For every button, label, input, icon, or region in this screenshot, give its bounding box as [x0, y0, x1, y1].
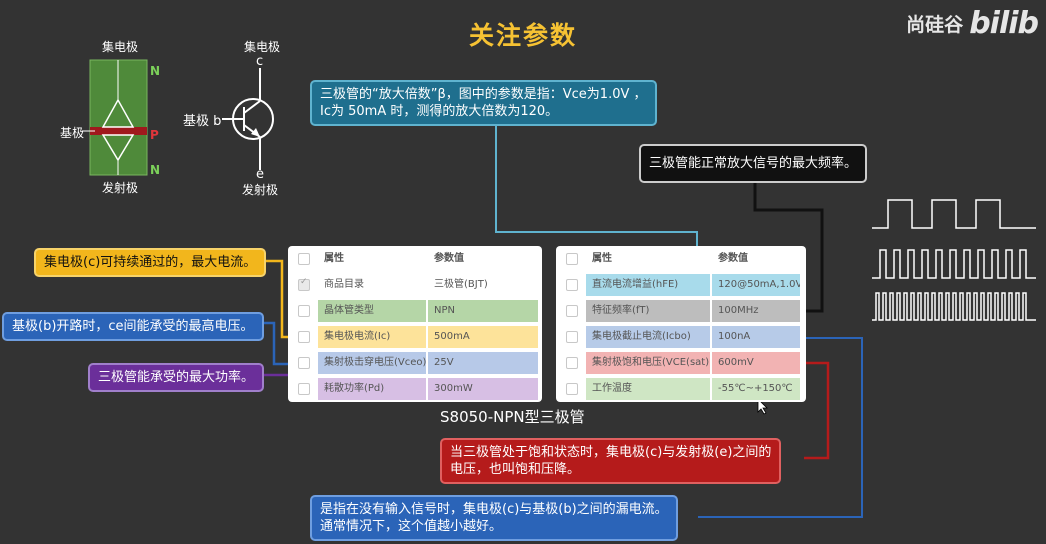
row-value: 120@50mA,1.0V [712, 274, 800, 296]
connector-vcesat [803, 361, 830, 460]
left-spec-table: 属性 参数值商品目录 三极管(BJT) 晶体管类型NPN集电极电流(Ic)500mA集… [288, 246, 542, 402]
row-checkbox[interactable] [566, 357, 578, 369]
row-checkbox[interactable] [298, 305, 310, 317]
row-value: 100nA [712, 326, 800, 348]
row-attribute: 工作温度 [586, 378, 710, 400]
row-attribute: 集电极截止电流(Icbo) [586, 326, 710, 348]
row-checkbox[interactable] [566, 305, 578, 317]
structure-collector-label: 集电极 [102, 40, 139, 54]
table-header: 属性 参数值 [288, 246, 542, 272]
table-header: 属性 参数值 [556, 246, 806, 272]
table-row: 商品目录 三极管(BJT) [288, 272, 542, 298]
n-bottom-label: N [150, 163, 161, 177]
structure-emitter-label: 发射极 [102, 181, 139, 195]
row-value: 100MHz [712, 300, 800, 322]
row-attribute: 晶体管类型 [318, 300, 426, 322]
structure-arrow-up [101, 98, 135, 128]
table-row: 集电极截止电流(Icbo)100nA [556, 324, 806, 350]
table-row: 集射极击穿电压(Vceo)25V [288, 350, 542, 376]
waveform-icons [872, 199, 1036, 321]
callout-vcesat-line2: 电压，也叫饱和压降。 [450, 462, 581, 477]
callout-hfe-line1: 三极管的“放大倍数”β，图中的参数是指：Vce为1.0V ， [320, 87, 647, 102]
structure-base-label: 基极 [60, 126, 85, 140]
row-value: 三极管(BJT) [434, 279, 488, 290]
table-row: 工作温度-55℃~+150℃ [556, 376, 806, 402]
callout-vcesat-line1: 当三极管处于饱和状态时，集电极(c)与发射极(e)之间的 [450, 445, 772, 460]
row-attribute: 集电极电流(Ic) [318, 326, 426, 348]
row-attribute: 直流电流增益(hFE) [586, 274, 710, 296]
brand-watermark: 尚硅谷 bilib [906, 6, 1039, 41]
row-value: 25V [428, 352, 538, 374]
row-attribute: 耗散功率(Pd) [318, 378, 426, 400]
mouse-cursor-icon [757, 398, 768, 415]
header-attribute: 属性 [324, 253, 344, 264]
row-value: 600mV [712, 352, 800, 374]
symbol-c-label: c [256, 54, 264, 69]
p-mid-label: P [150, 128, 159, 142]
row-checkbox[interactable] [298, 277, 310, 291]
table-row: 直流电流增益(hFE)120@50mA,1.0V [556, 272, 806, 298]
p-layer [90, 127, 147, 135]
callout-hfe-line2: Ic为 50mA 时，测得的放大倍数为120。 [320, 104, 559, 119]
symbol-emitter-label: 发射极 [242, 183, 279, 197]
row-value: 300mW [428, 378, 538, 400]
table-row: 集电极电流(Ic)500mA [288, 324, 542, 350]
bilibili-logo: bilib [969, 6, 1039, 41]
callout-icbo-line2: 通常情况下，这个值越小越好。 [320, 519, 503, 534]
callout-ft: 三极管能正常放大信号的最大频率。 [639, 144, 868, 183]
n-top-label: N [150, 64, 161, 78]
symbol-base-label: 基极 b [183, 114, 222, 129]
connector-icbo [698, 337, 863, 518]
structure-arrow-down [101, 134, 135, 162]
callout-vcesat: 当三极管处于饱和状态时，集电极(c)与发射极(e)之间的 电压，也叫饱和压降。 [440, 438, 782, 484]
symbol-collector-label: 集电极 [244, 40, 281, 54]
page-title: 关注参数 [468, 21, 577, 50]
table-row: 特征频率(fT)100MHz [556, 298, 806, 324]
table-row: 耗散功率(Pd)300mW [288, 376, 542, 402]
row-value: -55℃~+150℃ [712, 378, 800, 400]
row-checkbox[interactable] [566, 331, 578, 343]
callout-pd: 三极管能承受的最大功率。 [88, 363, 265, 392]
table-caption: S8050-NPN型三极管 [440, 408, 585, 426]
table-row: 集射极饱和电压(VCE(sat))600mV [556, 350, 806, 376]
callout-vceo: 基极(b)开路时，ce间能承受的最高电压。 [2, 312, 264, 341]
row-attribute: 集射极饱和电压(VCE(sat)) [586, 352, 710, 374]
callout-hfe: 三极管的“放大倍数”β，图中的参数是指：Vce为1.0V ， Ic为 50mA … [310, 80, 657, 126]
row-checkbox[interactable] [298, 357, 310, 369]
header-attribute: 属性 [592, 253, 612, 264]
row-attribute: 特征频率(fT) [586, 300, 710, 322]
header-value: 参数值 [434, 253, 464, 264]
header-value: 参数值 [718, 253, 748, 264]
row-attribute: 集射极击穿电压(Vceo) [318, 352, 426, 374]
row-checkbox[interactable] [298, 331, 310, 343]
row-value: NPN [428, 300, 538, 322]
select-all-checkbox[interactable] [566, 253, 578, 265]
callout-ic: 集电极(c)可持续通过的，最大电流。 [34, 248, 267, 277]
callout-icbo-line1: 是指在没有输入信号时，集电极(c)与基极(b)之间的漏电流。 [320, 502, 668, 517]
symbol-e-label: e [256, 167, 264, 182]
callout-icbo: 是指在没有输入信号时，集电极(c)与基极(b)之间的漏电流。 通常情况下，这个值… [310, 495, 678, 541]
select-all-checkbox[interactable] [298, 253, 310, 265]
npn-symbol-icon [222, 68, 274, 170]
brand-name: 尚硅谷 [906, 14, 964, 36]
row-checkbox[interactable] [298, 383, 310, 395]
row-value: 500mA [428, 326, 538, 348]
connector-ft [753, 183, 824, 313]
row-checkbox[interactable] [566, 279, 578, 291]
row-attribute: 商品目录 [324, 279, 364, 290]
row-checkbox[interactable] [566, 383, 578, 395]
